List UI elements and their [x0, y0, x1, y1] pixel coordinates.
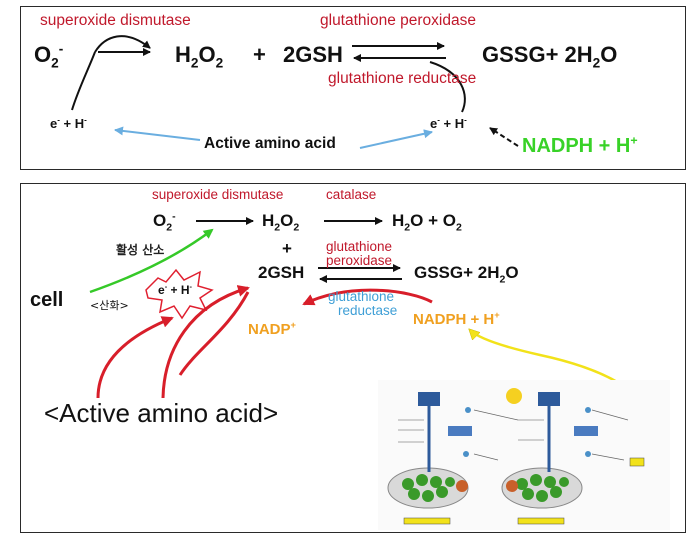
top-gsh: 2GSH — [283, 42, 343, 67]
bottom-sod-label: superoxide dismutase — [152, 187, 284, 202]
bottom-plus: + — [282, 239, 292, 258]
embedded-photosynthesis-figure — [378, 380, 670, 530]
top-plus: + — [253, 42, 266, 67]
bottom-h2o2: H2O2 — [262, 211, 300, 234]
bottom-active-amino-acid: <Active amino acid> — [44, 398, 279, 428]
bottom-gssg: GSSG+ 2H2O — [414, 263, 519, 286]
bottom-gpx-line2: peroxidase — [326, 253, 393, 268]
top-sod-label: superoxide dismutase — [40, 12, 191, 29]
bottom-gr-line2: reductase — [338, 303, 398, 318]
bottom-gsh: 2GSH — [258, 263, 305, 282]
figure-thumbnail-graphic — [378, 380, 670, 530]
top-superoxide: O2- — [34, 41, 64, 71]
bottom-nadph: NADPH + H+ — [413, 310, 500, 328]
top-reaction-panel — [20, 6, 686, 170]
sod-arrow — [94, 35, 151, 53]
green-ros-arrow — [89, 228, 214, 294]
red-arrow-1 — [96, 316, 174, 399]
top-gssg: GSSG+ 2H2O — [482, 42, 618, 71]
top-nadph: NADPH + H+ — [522, 133, 638, 157]
top-electron-hydride-right: e- + H- — [430, 115, 467, 131]
oxidation-korean-label: <산화> — [90, 299, 129, 312]
bottom-electron-hydride: e- + H- — [158, 282, 192, 297]
cell-label: cell — [30, 289, 64, 311]
bottom-gr-line1: glutathione — [328, 289, 395, 304]
bottom-gpx-line1: glutathione — [326, 239, 393, 254]
bottom-superoxide: O2- — [153, 210, 176, 234]
top-active-amino-acid: Active amino acid — [204, 135, 336, 152]
red-arrow-2 — [161, 285, 250, 399]
bottom-nadp: NADP+ — [248, 320, 296, 338]
bottom-h2o-o2: H2O + O2 — [392, 211, 462, 234]
red-arrow-3 — [178, 291, 250, 376]
amino-to-left-arrow — [114, 126, 201, 141]
top-h2o2: H2O2 — [175, 42, 224, 71]
ros-korean-label: 활성 산소 — [116, 243, 165, 257]
oxidation-burst — [145, 268, 214, 320]
reductase-curve — [429, 61, 466, 113]
top-electron-hydride-left: e- + H- — [50, 115, 87, 131]
sod-arrow-tail — [71, 51, 96, 111]
amino-to-right-arrow — [359, 129, 433, 149]
bottom-catalase-label: catalase — [326, 187, 377, 202]
nadph-dashed-arrow — [489, 127, 519, 147]
red-nadph-to-nadp-arrow — [302, 288, 433, 306]
top-gr-label: glutathione reductase — [328, 70, 477, 87]
top-gpx-label: glutathione peroxidase — [320, 12, 476, 29]
